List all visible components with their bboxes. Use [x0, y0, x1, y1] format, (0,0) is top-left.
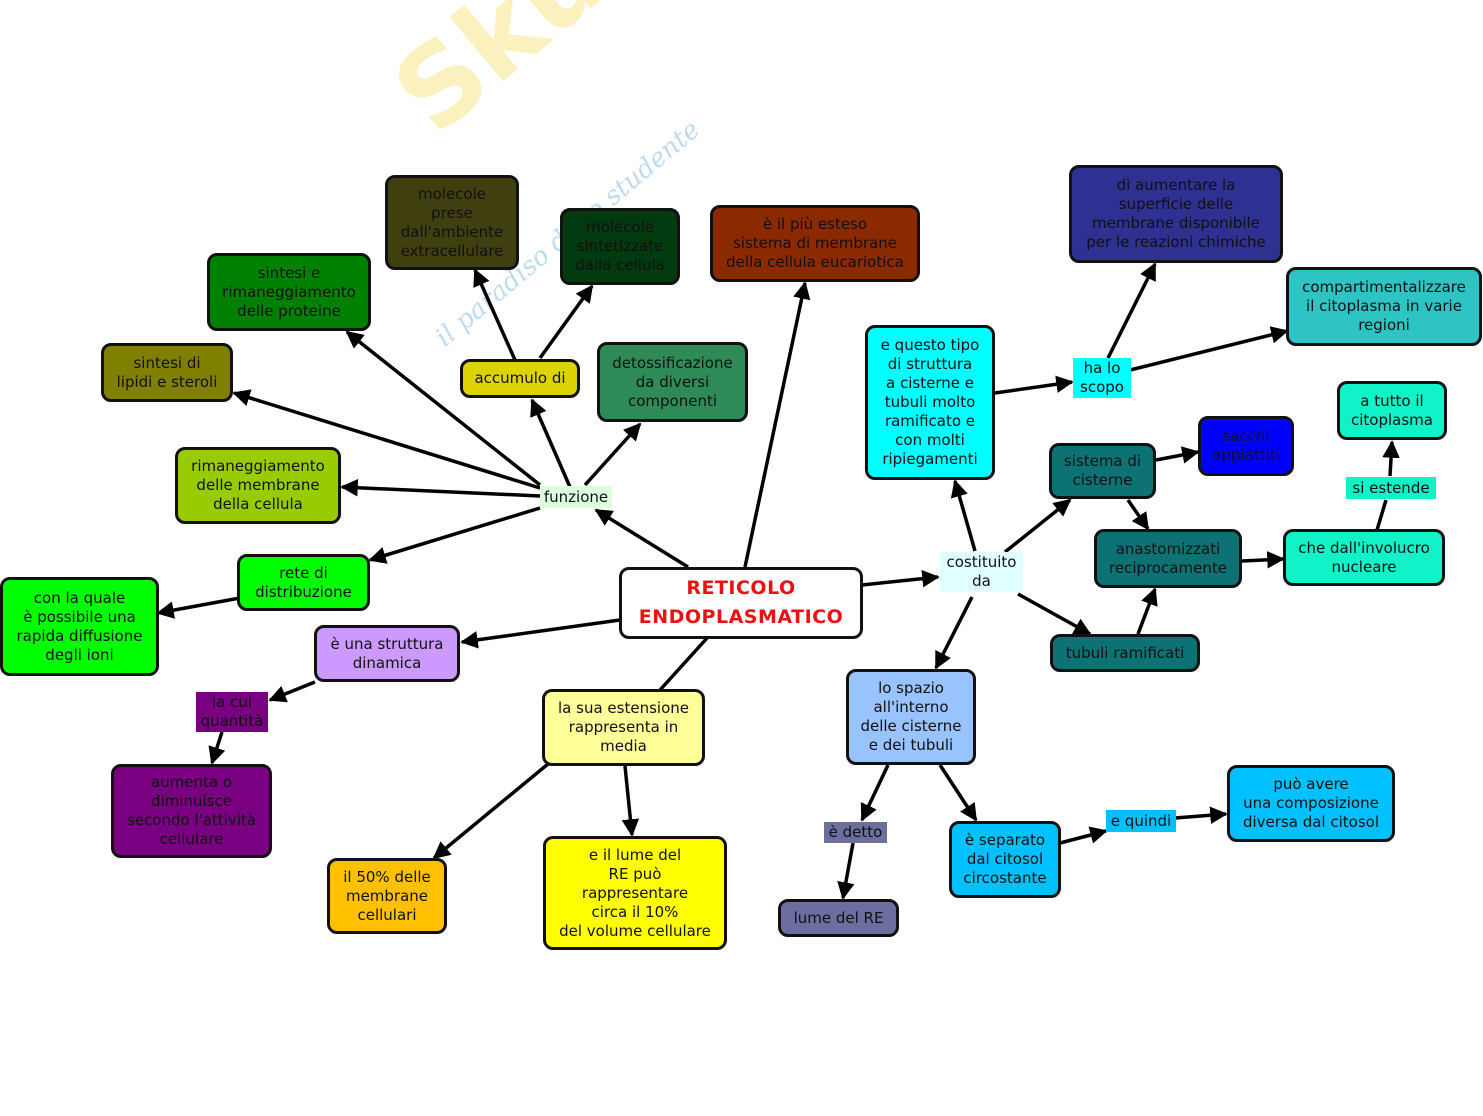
node-molecole-sintetizzate: molecole sintetizzate dalla cellula	[560, 208, 680, 285]
node-rete: rete di distribuzione	[237, 554, 370, 611]
node-tubuli: tubuli ramificati	[1050, 634, 1200, 672]
edge-questo-scopo	[994, 375, 1074, 395]
node-accumulo: accumulo di	[460, 359, 580, 398]
node-lume: lume del RE	[778, 899, 899, 937]
edge-scopo-compart	[1129, 326, 1289, 372]
label-la-cui-quantita: la cui quantità	[196, 692, 268, 732]
edge-dinamica-lacui	[268, 680, 316, 703]
edge-main-estensione	[658, 635, 710, 692]
edge-main-dinamica	[460, 618, 621, 649]
node-proteine: sintesi e rimaneggiamento delle proteine	[207, 253, 371, 331]
edge-siestende-tutto	[1382, 440, 1400, 477]
edge-costituito-questo	[950, 479, 977, 552]
edge-funzione-membrane	[340, 478, 541, 498]
edge-equindi-composizione	[1174, 806, 1228, 824]
edge-main-costituito	[861, 569, 940, 588]
label-costituito-da: costituito da	[940, 552, 1023, 592]
edge-separato-equindi	[1059, 826, 1108, 845]
edge-estensione-cinquanta	[432, 762, 550, 860]
node-aumentare-superficie: di aumentare la superficie delle membran…	[1069, 165, 1283, 263]
node-a-tutto: a tutto il citoplasma	[1337, 381, 1447, 440]
node-composizione: può avere una composizione diversa dal c…	[1227, 765, 1395, 842]
node-detossificazione: detossificazione da diversi componenti	[597, 342, 748, 422]
node-piu-esteso: è il più esteso sistema di membrane dell…	[710, 205, 920, 282]
edge-involucro-siestende	[1375, 499, 1388, 531]
node-separato: è separato dal citosol circostante	[949, 821, 1061, 898]
main-topic-node: RETICOLO ENDOPLASMATICO	[619, 567, 863, 639]
edge-funzione-proteine	[345, 330, 542, 487]
edge-spazio-separato	[938, 764, 978, 822]
label-e-quindi: e quindi	[1106, 810, 1176, 832]
node-sacchi: sacchi appiattiti	[1198, 416, 1294, 476]
edge-estensione-dieci	[621, 765, 640, 837]
node-spazio: lo spazio all'interno delle cisterne e d…	[846, 669, 976, 765]
node-che-involucro: che dall'involucro nucleare	[1283, 529, 1445, 586]
label-si-estende: si estende	[1346, 477, 1436, 499]
label-e-detto: è detto	[824, 822, 887, 843]
edge-accumulo-sintetizzate	[538, 284, 594, 360]
edge-scopo-aumentare	[1106, 262, 1157, 359]
node-estensione: la sua estensione rappresenta in media	[542, 689, 705, 766]
node-dieci: e il lume del RE può rappresentare circa…	[543, 836, 727, 950]
node-cinquanta: il 50% delle membrane cellulari	[327, 858, 447, 934]
edge-spazio-edetto	[860, 764, 890, 822]
edge-anast-involucro	[1241, 551, 1285, 569]
edge-funzione-accumulo	[530, 398, 572, 488]
node-dinamica: è una struttura dinamica	[314, 625, 460, 682]
edge-costituito-tubuli	[1017, 592, 1092, 636]
edge-accumulo-prese	[473, 268, 517, 361]
edge-main-funzione	[594, 508, 689, 569]
edge-funzione-lipidi	[232, 389, 541, 490]
label-funzione: funzione	[540, 486, 612, 508]
edge-costituito-spazio	[934, 596, 974, 670]
edge-main-piu-esteso	[743, 281, 811, 568]
label-ha-lo-scopo: ha lo scopo	[1073, 358, 1131, 398]
edge-costituito-sistema	[1003, 498, 1072, 554]
edge-lacui-aumenta	[208, 731, 226, 765]
node-anastomizzati: anastomizzati reciprocamente	[1094, 529, 1242, 588]
edge-tubuli-anast	[1136, 587, 1158, 635]
node-rimaneggiamento-membrane: rimaneggiamento delle membrane della cel…	[175, 447, 341, 524]
edge-edetto-lume	[837, 842, 855, 900]
node-con-la-quale: con la quale è possibile una rapida diff…	[0, 577, 159, 676]
node-lipidi: sintesi di lipidi e steroli	[101, 343, 233, 402]
edge-sistema-anast	[1126, 499, 1150, 531]
edge-rete-conquale	[156, 596, 241, 619]
node-aumenta: aumenta o diminuisce secondo l'attività …	[111, 764, 272, 858]
node-sistema-cisterne: sistema di cisterne	[1049, 443, 1156, 499]
edge-funzione-rete	[368, 506, 541, 564]
node-molecole-prese: molecole prese dall'ambiente extracellul…	[385, 175, 519, 270]
edge-funzione-detoss	[583, 422, 642, 487]
node-compartimentalizzare: compartimentalizzare il citoplasma in va…	[1286, 267, 1482, 346]
node-questo-tipo: e questo tipo di struttura a cisterne e …	[865, 325, 995, 480]
edge-sistema-sacchi	[1155, 446, 1200, 464]
